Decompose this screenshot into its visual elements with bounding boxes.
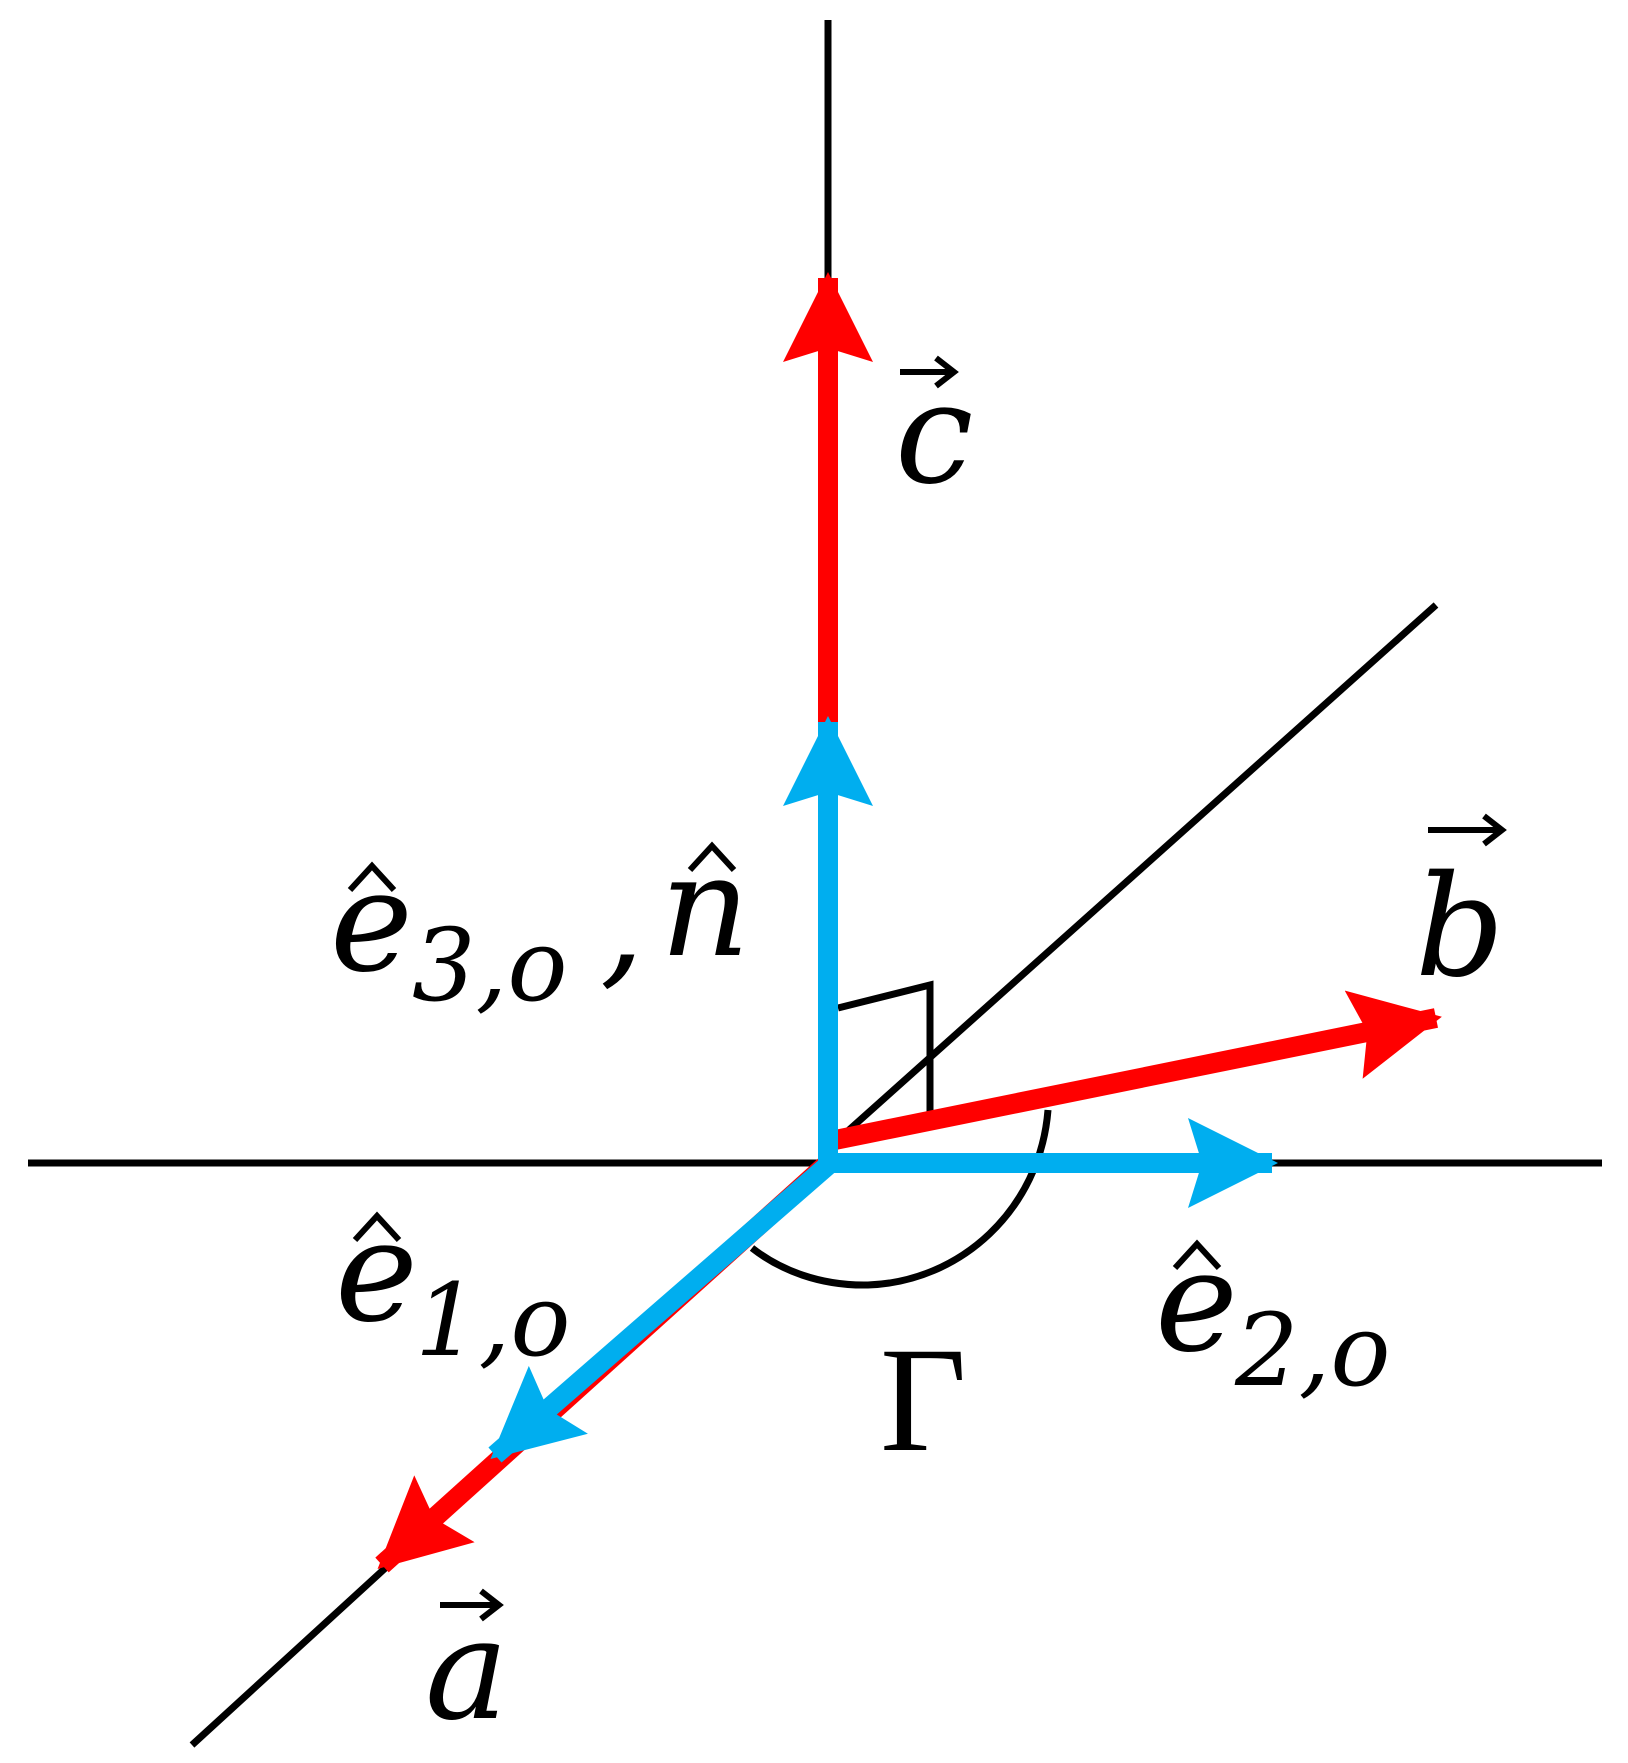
vector-b-arrow [833,990,1442,1150]
vector-arrow-accent-icon [440,1588,504,1622]
oblique-axis-line-upper [837,602,1439,1141]
hat-accent-icon [352,1211,402,1243]
label-vector-a: a [425,1588,508,1752]
basis-e1-arrow [488,1152,841,1463]
label-c-text: c [895,353,973,516]
label-e3-subscript: 3,o [412,907,568,1024]
label-e2: e 2,o [1155,1221,1391,1409]
label-vector-b: b [1415,813,1507,1009]
label-b-text: b [1415,846,1505,1009]
hat-accent-icon [687,841,737,873]
label-a-text: a [425,1589,508,1752]
right-angle-marker [837,980,934,1125]
hat-accent-icon [347,861,397,893]
hat-accent-icon [1172,1239,1222,1271]
label-e3-n: e 3,o , n [330,826,750,1024]
label-e1-subscript: 1,o [415,1262,571,1379]
label-e2-subscript: 2,o [1234,1292,1391,1409]
label-vector-c: c [895,353,973,516]
vector-arrow-accent-icon [900,355,959,389]
label-gamma: Γ [880,1317,967,1483]
vector-arrow-accent-icon [1428,813,1507,847]
label-e1: e 1,o [335,1191,571,1379]
gamma-angle-arc [749,1109,1052,1289]
label-e3-separator: , [600,841,645,1004]
